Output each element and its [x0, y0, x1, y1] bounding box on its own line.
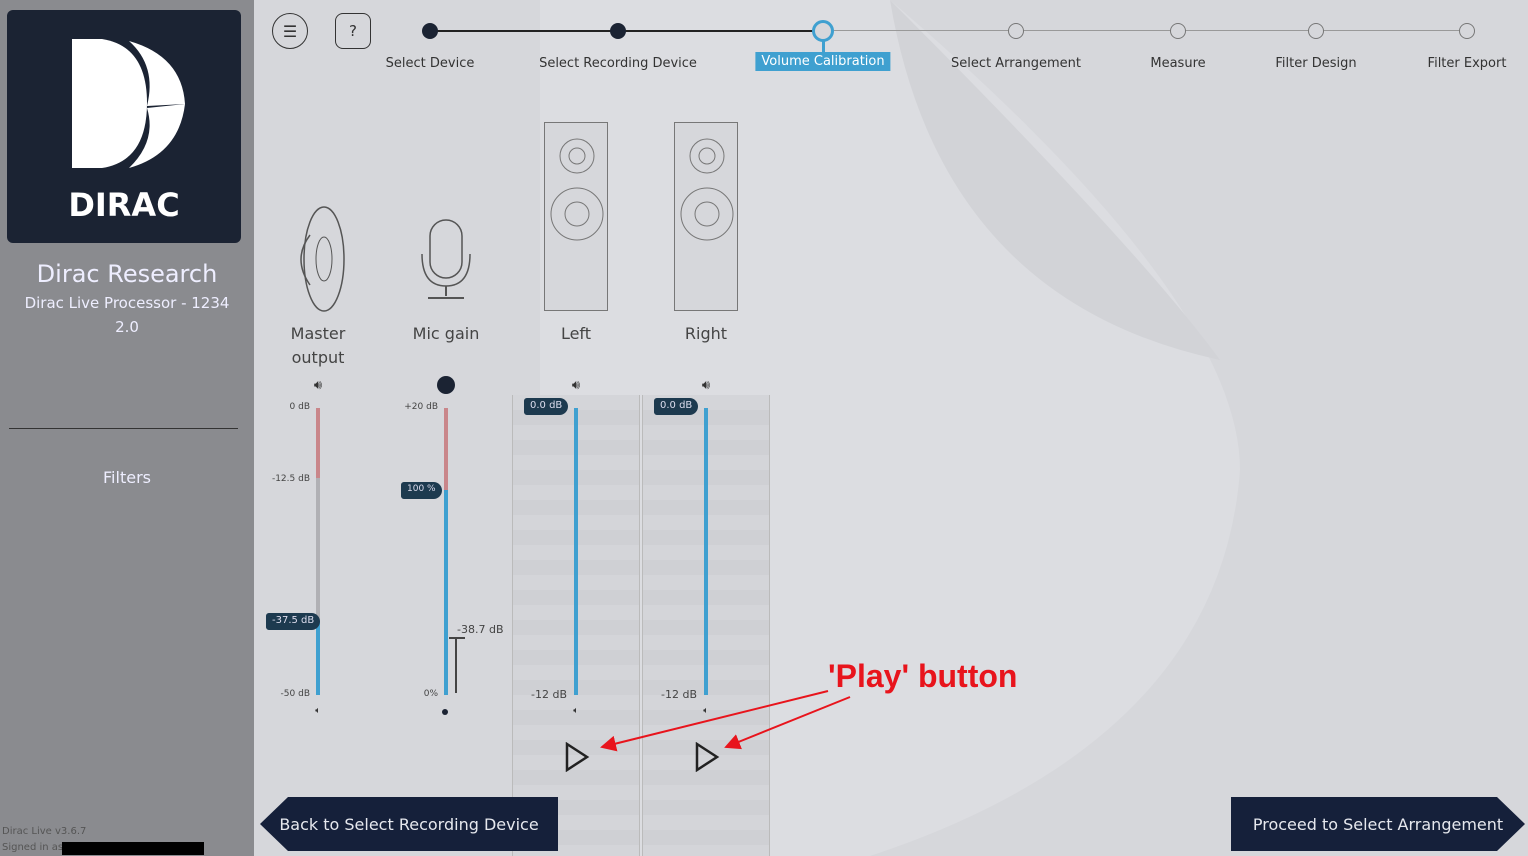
- speaker-icon[interactable]: 🔊︎: [571, 378, 581, 393]
- master-track[interactable]: [316, 478, 320, 621]
- tick-label: -50 dB: [280, 689, 310, 699]
- redacted-user: [62, 842, 204, 855]
- mic-clip-zone: [444, 408, 448, 490]
- tick-label: 0 dB: [289, 402, 310, 412]
- master-volume-handle[interactable]: -37.5 dB: [266, 613, 321, 630]
- right-volume-handle[interactable]: 0.0 dB: [654, 398, 699, 415]
- tick-label: -12 dB: [661, 688, 697, 701]
- sidebar: DIRAC Dirac Research Dirac Live Processo…: [0, 0, 254, 856]
- left-play-button[interactable]: [564, 742, 590, 772]
- right-speaker-icon: [674, 122, 738, 311]
- tick-label: -12 dB: [531, 688, 567, 701]
- mic-gain-track[interactable]: [444, 490, 448, 695]
- level-marker: [449, 637, 465, 639]
- step-label[interactable]: Select Device: [385, 56, 475, 71]
- right-label: Right: [684, 324, 728, 343]
- speaker-icon[interactable]: 🔊︎: [701, 378, 711, 393]
- step-dot[interactable]: [1308, 23, 1324, 39]
- tick-label: 0%: [423, 689, 438, 699]
- signed-in-label: Signed in as: [2, 842, 64, 853]
- left-volume-track[interactable]: [574, 408, 578, 695]
- mic-gain-handle[interactable]: 100 %: [401, 482, 442, 499]
- tick-label: +20 dB: [404, 402, 438, 412]
- step-dot[interactable]: [422, 23, 438, 39]
- mic-level-readout: -38.7 dB: [457, 623, 504, 636]
- company-name: Dirac Research: [36, 260, 218, 288]
- help-button[interactable]: ?: [335, 13, 371, 49]
- step-dot[interactable]: [1008, 23, 1024, 39]
- mute-icon: 🔈︎: [573, 706, 579, 716]
- mute-icon: 🔈︎: [703, 706, 709, 716]
- step-label[interactable]: Select Arrangement: [950, 56, 1082, 71]
- mute-icon: 🔈︎: [315, 706, 321, 716]
- dirac-logo: DIRAC: [7, 10, 241, 243]
- master-label-2: output: [291, 348, 345, 367]
- proceed-button[interactable]: Proceed to Select Arrangement: [1231, 797, 1525, 851]
- help-icon: ?: [349, 22, 357, 40]
- version-label: Dirac Live v3.6.7: [2, 826, 87, 837]
- channel-config: 2.0: [115, 318, 139, 336]
- step-label[interactable]: Select Recording Device: [539, 56, 697, 71]
- divider: [9, 428, 238, 429]
- step-label[interactable]: Filter Export: [1427, 56, 1507, 71]
- annotation-arrows: [600, 690, 851, 752]
- sidebar-item-filters[interactable]: Filters: [103, 468, 151, 487]
- mic-min-dot: [442, 709, 448, 715]
- annotation-label: 'Play' button: [828, 658, 1018, 694]
- master-fill: [316, 621, 320, 695]
- right-play-button[interactable]: [694, 742, 720, 772]
- step-label[interactable]: Measure: [1150, 56, 1206, 71]
- step-dot[interactable]: [610, 23, 626, 39]
- left-volume-handle[interactable]: 0.0 dB: [524, 398, 569, 415]
- speaker-icon[interactable]: 🔊︎: [313, 378, 323, 393]
- stepper-line-done: [430, 30, 823, 32]
- tick-label: -12.5 dB: [271, 474, 310, 484]
- master-label-1: Master: [290, 324, 346, 343]
- left-label: Left: [560, 324, 592, 343]
- mic-indicator: [437, 376, 455, 394]
- left-speaker-icon: [544, 122, 608, 311]
- step-label[interactable]: Volume Calibration: [755, 52, 891, 71]
- master-clip-zone: [316, 408, 320, 478]
- step-label[interactable]: Filter Design: [1275, 56, 1357, 71]
- microphone-icon: [421, 219, 471, 299]
- step-dot[interactable]: [1170, 23, 1186, 39]
- step-dot[interactable]: [1459, 23, 1475, 39]
- level-bar: [455, 637, 457, 693]
- mic-gain-label: Mic gain: [412, 324, 480, 343]
- back-button[interactable]: Back to Select Recording Device: [260, 797, 558, 851]
- step-dot[interactable]: [812, 20, 834, 42]
- stepper-line-pending: [823, 30, 1467, 31]
- device-name: Dirac Live Processor - 1234: [24, 294, 230, 312]
- brand-name: DIRAC: [68, 186, 180, 224]
- step-connector: [822, 40, 825, 52]
- hamburger-icon: ☰: [282, 21, 298, 41]
- right-volume-track[interactable]: [704, 408, 708, 695]
- master-speaker-icon: [300, 206, 345, 312]
- menu-button[interactable]: ☰: [272, 13, 308, 49]
